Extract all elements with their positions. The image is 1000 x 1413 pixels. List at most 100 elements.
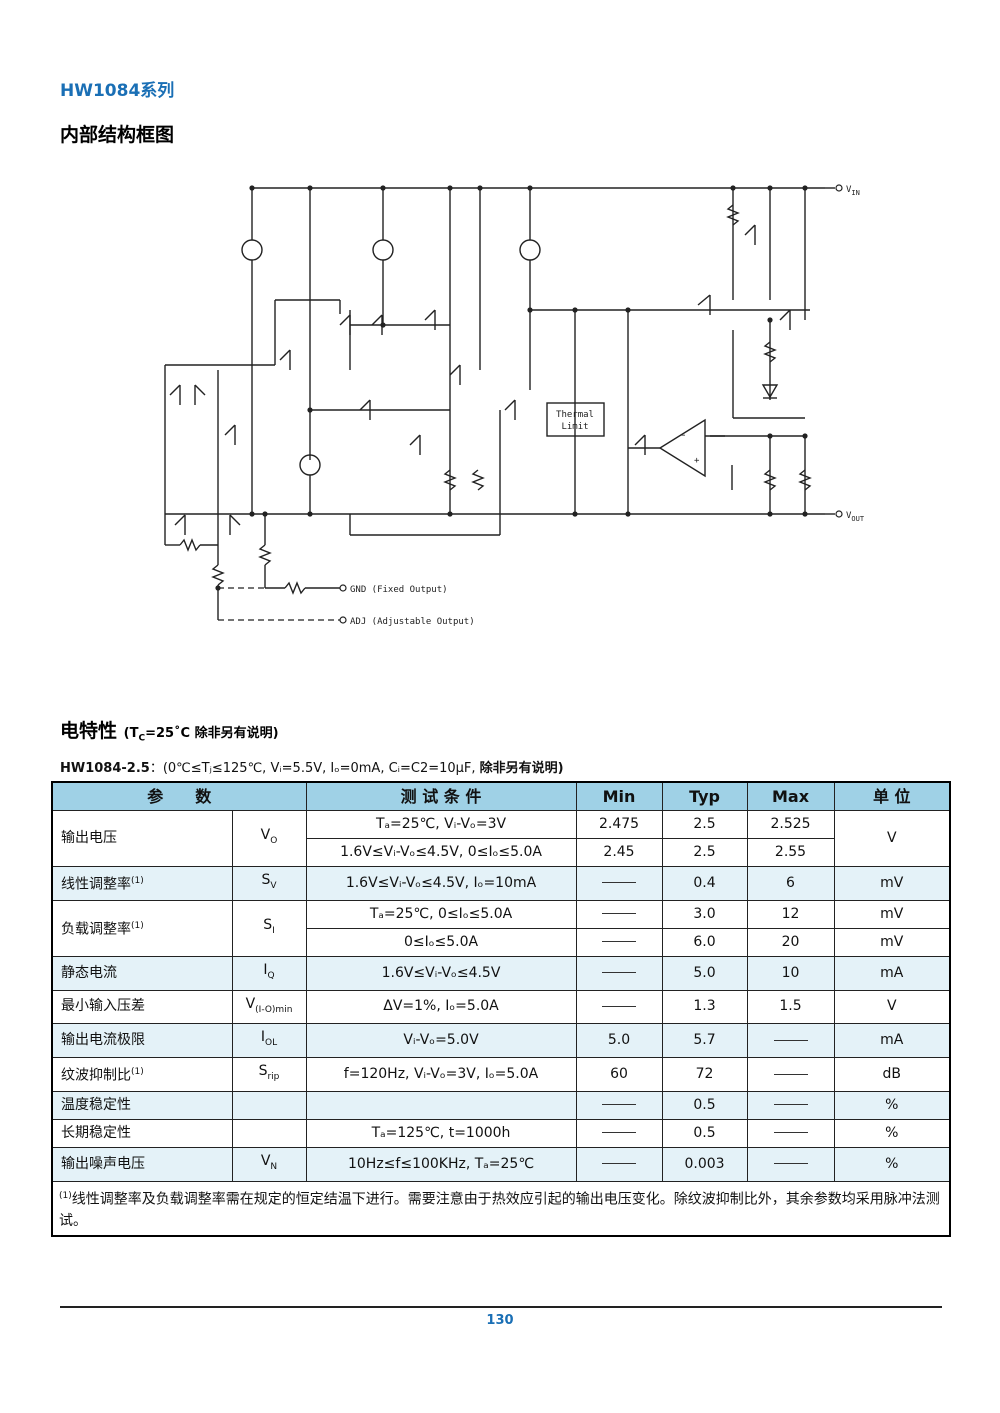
table-row: 线性调整率(1) SV 1.6V≤Vᵢ-Vₒ≤4.5V, Iₒ=10mA 0.4… [51, 866, 951, 901]
param-symbol: SI [231, 899, 307, 957]
min-value [575, 1090, 663, 1120]
typ-value: 0.4 [661, 866, 748, 901]
vout-label: VOUT [846, 511, 865, 523]
header-typ: Typ [661, 781, 748, 811]
param-name: 输出噪声电压 [51, 1146, 233, 1182]
page-number: 130 [486, 1313, 514, 1328]
condition: Tₐ=125℃, t=1000h [305, 1118, 577, 1148]
typ-value: 0.003 [661, 1146, 748, 1182]
unit: mV [833, 927, 951, 957]
condition: 0≤Iₒ≤5.0A [305, 927, 577, 957]
max-value: 1.5 [746, 989, 835, 1025]
electrical-title: 电特性 (TC=25˚C 除非另有说明) [60, 720, 279, 744]
typ-value: 2.5 [661, 838, 748, 867]
typ-value: 5.7 [661, 1023, 748, 1059]
param-name: 温度稳定性 [51, 1090, 233, 1120]
min-value: 2.475 [575, 810, 663, 839]
param-name: 长期稳定性 [51, 1118, 233, 1148]
min-value: 2.45 [575, 838, 663, 867]
test-conditions: HW1084-2.5：(0℃≤Tⱼ≤125℃, Vᵢ=5.5V, Iₒ=0mA,… [60, 761, 564, 776]
param-name: 输出电压 [51, 810, 233, 867]
condition: Tₐ=25℃, Vᵢ-Vₒ=3V [305, 810, 577, 839]
thermal-limit-label: Thermal [556, 410, 594, 420]
param-name: 线性调整率(1) [51, 866, 233, 901]
min-value: 5.0 [575, 1023, 663, 1059]
table-row: 1.6V≤Vᵢ-Vₒ≤4.5V, 0≤Iₒ≤5.0A 2.45 2.5 2.55 [52, 838, 950, 867]
condition: ΔV=1%, Iₒ=5.0A [305, 989, 577, 1025]
condition: Tₐ=25℃, 0≤Iₒ≤5.0A [305, 899, 577, 929]
param-symbol: VN [231, 1146, 307, 1182]
table-row: 温度稳定性 0.5 % [51, 1090, 951, 1120]
table-row: 输出电压 VO Tₐ=25℃, Vᵢ-Vₒ=3V 2.475 2.5 2.525… [51, 810, 951, 867]
header-cond: 测 试 条 件 [305, 781, 577, 811]
param-symbol: IQ [231, 955, 307, 991]
typ-value: 72 [661, 1057, 748, 1092]
typ-value: 6.0 [661, 927, 748, 957]
max-value [746, 1146, 835, 1182]
param-symbol: Srip [231, 1057, 307, 1092]
max-value: 2.525 [746, 810, 835, 839]
min-value [575, 1146, 663, 1182]
opamp-plus: + [694, 456, 700, 466]
unit: % [833, 1146, 951, 1182]
header-min: Min [575, 781, 663, 811]
max-value: 20 [746, 927, 835, 957]
table-row: 0≤Iₒ≤5.0A 6.0 20 mV [52, 927, 951, 957]
unit: V [833, 989, 951, 1025]
unit: % [833, 1090, 951, 1120]
param-symbol: V(I-O)min [231, 989, 307, 1025]
max-value: 2.55 [746, 838, 835, 867]
gnd-label: GND (Fixed Output) [350, 585, 448, 595]
min-value [575, 866, 663, 901]
min-value [575, 899, 663, 929]
footer-divider [60, 1306, 942, 1308]
max-value [746, 1023, 835, 1059]
internal-block-diagram: VIN VOUT GND (Fixed Output) ADJ (Adjusta… [164, 184, 865, 627]
unit: V [833, 810, 951, 867]
table-row: 最小输入压差 V(I-O)min ΔV=1%, Iₒ=5.0A 1.3 1.5 … [51, 989, 951, 1025]
thermal-limit-label-2: Limit [561, 422, 588, 432]
typ-value: 0.5 [661, 1118, 748, 1148]
min-value: 60 [575, 1057, 663, 1092]
footnote-row: (1)线性调整率及负载调整率需在规定的恒定结温下进行。需要注意由于热效应引起的输… [51, 1180, 951, 1237]
max-value [746, 1057, 835, 1092]
unit: dB [833, 1057, 951, 1092]
opamp-minus: − [680, 431, 686, 441]
vin-label: VIN [846, 185, 860, 197]
unit: mA [833, 1023, 951, 1059]
electrical-characteristics-table: 参 数 测 试 条 件 Min Typ Max 单 位 输出电压 VO Tₐ=2… [51, 781, 952, 1238]
max-value: 10 [746, 955, 835, 991]
typ-value: 2.5 [661, 810, 748, 839]
min-value [575, 1118, 663, 1148]
table-row: 输出噪声电压 VN 10Hz≤f≤100KHz, Tₐ=25℃ 0.003 % [51, 1146, 951, 1182]
header-max: Max [746, 781, 835, 811]
header-param: 参 数 [51, 781, 307, 811]
param-symbol: SV [231, 866, 307, 901]
condition: 1.6V≤Vᵢ-Vₒ≤4.5V, 0≤Iₒ≤5.0A [305, 838, 577, 867]
table-row: 负载调整率(1) SI Tₐ=25℃, 0≤Iₒ≤5.0A 3.0 12 mV [51, 899, 951, 957]
param-symbol: VO [231, 810, 307, 867]
block-diagram-title: 内部结构框图 [60, 124, 175, 146]
param-name: 输出电流极限 [51, 1023, 233, 1059]
condition: Vᵢ-Vₒ=5.0V [305, 1023, 577, 1059]
series-title: HW1084系列 [60, 81, 175, 101]
min-value [575, 927, 663, 957]
max-value: 12 [746, 899, 835, 929]
condition: 1.6V≤Vᵢ-Vₒ≤4.5V, Iₒ=10mA [305, 866, 577, 901]
condition: f=120Hz, Vᵢ-Vₒ=3V, Iₒ=5.0A [305, 1057, 577, 1092]
max-value [746, 1090, 835, 1120]
param-name: 纹波抑制比(1) [51, 1057, 233, 1092]
table-row: 长期稳定性 Tₐ=125℃, t=1000h 0.5 % [51, 1118, 951, 1148]
typ-value: 0.5 [661, 1090, 748, 1120]
typ-value: 5.0 [661, 955, 748, 991]
adj-label: ADJ (Adjustable Output) [350, 617, 475, 627]
typ-value: 1.3 [661, 989, 748, 1025]
footnote: (1)线性调整率及负载调整率需在规定的恒定结温下进行。需要注意由于热效应引起的输… [51, 1180, 951, 1237]
header-unit: 单 位 [833, 781, 951, 811]
param-symbol [231, 1090, 307, 1120]
unit: mV [833, 866, 951, 901]
max-value [746, 1118, 835, 1148]
param-name: 最小输入压差 [51, 989, 233, 1025]
min-value [575, 989, 663, 1025]
table-row: 输出电流极限 IOL Vᵢ-Vₒ=5.0V 5.0 5.7 mA [51, 1023, 951, 1059]
